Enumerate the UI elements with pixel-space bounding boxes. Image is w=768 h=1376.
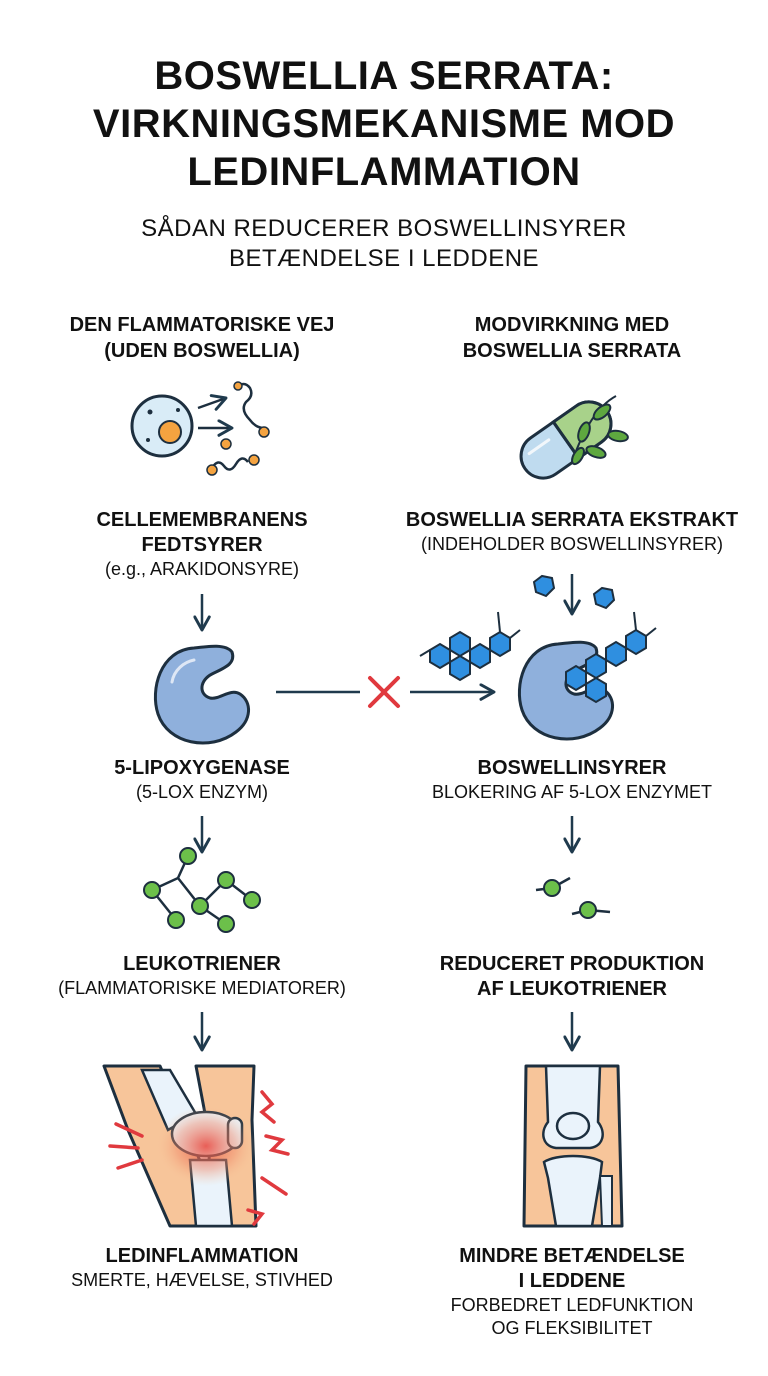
left-step-2-title: 5-LIPOXYGENASE [114, 757, 290, 779]
molecule-chain-icon [143, 847, 261, 933]
left-step-4-detail: SMERTE, HÆVELSE, STIVHED [71, 1270, 333, 1290]
right-heading-line-2: BOSWELLIA SERRATA [462, 340, 682, 362]
right-step-3-label: REDUCERET PRODUKTION AF LEUKOTRIENER [394, 952, 750, 1002]
left-step-4-title: LEDINFLAMMATION [105, 1245, 299, 1267]
right-column-heading: MODVIRKNING MED BOSWELLIA SERRATA [394, 312, 750, 364]
title-line-3: LEDINFLAMMATION [187, 150, 581, 194]
right-step-4-title: I LEDDENE [518, 1270, 626, 1292]
left-step-3-detail: (FLAMMATORISKE MEDIATORER) [58, 978, 346, 998]
boswellic-hex-icon [592, 586, 616, 610]
block-x-icon [368, 676, 400, 708]
right-step-2-detail: BLOKERING AF 5-LOX ENZYMET [431, 782, 713, 802]
right-step-4-title: MINDRE BETÆNDELSE [459, 1245, 685, 1267]
left-heading-line-1: DEN FLAMMATORISKE VEJ [69, 314, 335, 336]
left-column-heading: DEN FLAMMATORISKE VEJ (UDEN BOSWELLIA) [20, 312, 384, 364]
left-step-2-detail: (5-LOX ENZYM) [135, 782, 268, 802]
pain-lines-icon [108, 1090, 290, 1226]
blocked-pathway-arrow [276, 676, 496, 708]
title-line-1: BOSWELLIA SERRATA: [154, 54, 614, 98]
left-step-2-label: 5-LIPOXYGENASE (5-LOX ENZYM) [22, 756, 382, 804]
subtitle-line-2: BETÆNDELSE I LEDDENE [228, 245, 540, 272]
right-step-3-title: REDUCERET PRODUKTION [439, 953, 705, 975]
boswellic-acid-molecule-icon [419, 611, 521, 682]
left-step-1-title: FEDTSYRER [141, 534, 263, 556]
boswellic-hex-icon [532, 574, 556, 598]
title-line-2: VIRKNINGSMEKANISME MOD [92, 102, 676, 146]
right-step-2-title: BOSWELLINSYRER [477, 757, 667, 779]
left-step-3-label: LEUKOTRIENER (FLAMMATORISKE MEDIATORER) [22, 952, 382, 1000]
healthy-knee-icon [522, 1064, 624, 1228]
right-step-1-title: BOSWELLIA SERRATA EKSTRAKT [405, 509, 739, 531]
left-heading-line-2: (UDEN BOSWELLIA) [104, 340, 300, 362]
cell-fatty-acids-icon [130, 381, 270, 476]
reduced-molecules-icon [535, 876, 611, 919]
enzyme-icon [153, 644, 250, 745]
right-step-1-label: BOSWELLIA SERRATA EKSTRAKT (INDEHOLDER B… [394, 508, 750, 556]
left-step-4-label: LEDINFLAMMATION SMERTE, HÆVELSE, STIVHED [22, 1244, 382, 1292]
right-step-4-detail: FORBEDRET LEDFUNKTION [450, 1295, 694, 1315]
left-step-1-detail: (e.g., ARAKIDONSYRE) [104, 559, 300, 579]
herbal-capsule-icon [519, 395, 629, 480]
right-step-3-title: AF LEUKOTRIENER [477, 978, 667, 1000]
right-heading-line-1: MODVIRKNING MED [474, 314, 670, 336]
inflamed-knee-icon [102, 1064, 290, 1228]
page-subtitle: SÅDAN REDUCERER BOSWELLINSYRER BETÆNDELS… [40, 214, 728, 274]
right-step-4-detail: OG FLEKSIBILITET [491, 1318, 653, 1338]
left-step-3-title: LEUKOTRIENER [123, 953, 281, 975]
right-step-4-label: MINDRE BETÆNDELSE I LEDDENE FORBEDRET LE… [394, 1244, 750, 1340]
right-step-1-detail: (INDEHOLDER BOSWELLINSYRER) [420, 534, 724, 554]
blocked-enzyme-icon [517, 611, 657, 741]
right-step-2-label: BOSWELLINSYRER BLOKERING AF 5-LOX ENZYME… [394, 756, 750, 804]
subtitle-line-1: SÅDAN REDUCERER BOSWELLINSYRER [141, 215, 627, 242]
left-step-1-label: CELLEMEMBRANENS FEDTSYRER (e.g., ARAKIDO… [22, 508, 382, 581]
page-title: BOSWELLIA SERRATA: VIRKNINGSMEKANISME MO… [20, 52, 748, 196]
left-step-1-title: CELLEMEMBRANENS [96, 509, 308, 531]
